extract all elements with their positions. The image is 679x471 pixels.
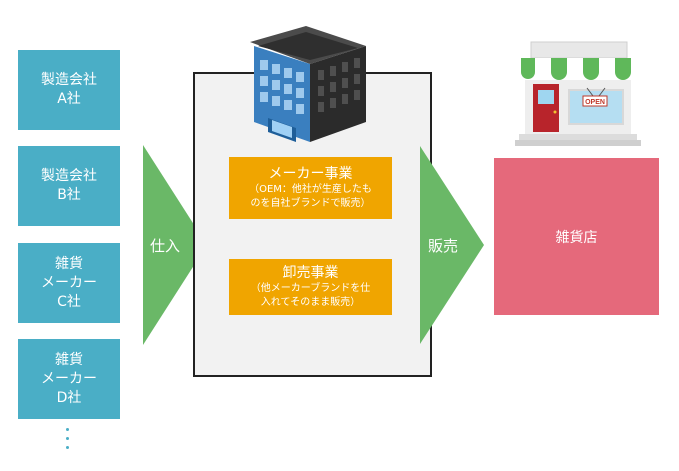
supplier-c-type: 雑貨 (55, 255, 83, 272)
supplier-d-kind: メーカー (41, 370, 97, 387)
maker-business-title: メーカー事業 (268, 166, 353, 182)
supplier-a: 製造会社 A社 (18, 50, 120, 130)
maker-business-desc-line1: （OEM：他社が生産したも (249, 184, 372, 195)
sales-arrow (420, 146, 484, 344)
purchase-arrow-label: 仕入 (150, 237, 181, 255)
ellipsis-dot (66, 428, 69, 431)
wholesale-business-box: 卸売事業 （他メーカーブランドを仕 入れてそのまま販売） (229, 259, 392, 315)
maker-business-desc-line2: のを自社ブランドで販売） (250, 198, 371, 209)
supplier-b: 製造会社 B社 (18, 146, 120, 226)
supplier-d: 雑貨 メーカー D社 (18, 339, 120, 419)
more-suppliers-ellipsis (66, 428, 69, 449)
supplier-c-kind: メーカー (41, 274, 97, 291)
ellipsis-dot (66, 446, 69, 449)
variety-store-box: 雑貨店 (494, 158, 659, 315)
open-sign-label: OPEN (585, 99, 605, 106)
supplier-c: 雑貨 メーカー C社 (18, 243, 120, 323)
office-building-icon (250, 26, 366, 142)
supplier-b-type: 製造会社 (41, 168, 97, 184)
supplier-d-name: D社 (56, 389, 82, 406)
storefront-icon: OPEN (515, 41, 641, 146)
sales-arrow-label: 販売 (428, 237, 459, 255)
wholesale-business-desc-line2: 入れてそのまま販売） (260, 297, 361, 308)
supplier-a-type: 製造会社 (41, 72, 97, 88)
purchase-arrow (143, 145, 207, 345)
supplier-d-type: 雑貨 (55, 351, 83, 368)
maker-business-box: メーカー事業 （OEM：他社が生産したも のを自社ブランドで販売） (229, 157, 392, 219)
wholesale-business-desc-line1: （他メーカーブランドを仕 (250, 283, 371, 294)
wholesale-business-title: 卸売事業 (282, 265, 339, 281)
ellipsis-dot (66, 437, 69, 440)
variety-store-label: 雑貨店 (555, 229, 598, 246)
supplier-b-name: B社 (57, 187, 81, 203)
supplier-a-name: A社 (57, 91, 81, 107)
supplier-c-name: C社 (57, 293, 81, 310)
